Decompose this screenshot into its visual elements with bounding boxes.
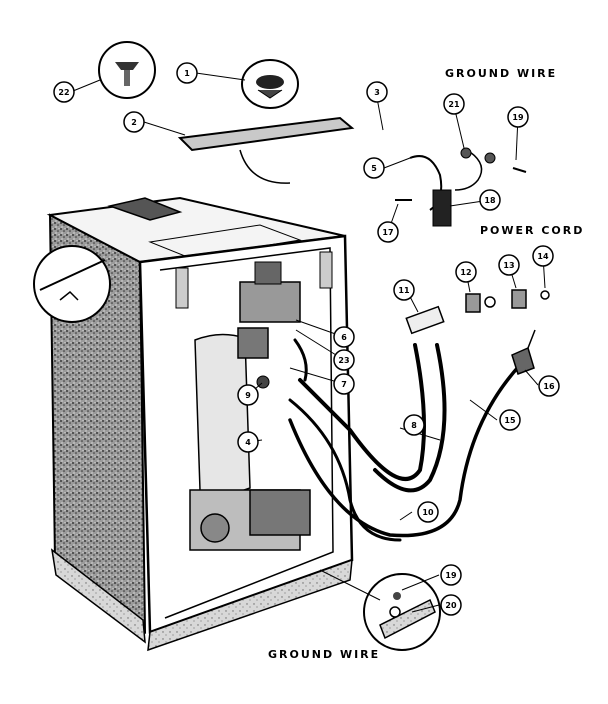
inset-detail-22	[98, 41, 156, 99]
label-power-cord: POWER CORD	[480, 224, 585, 237]
callout-number: 3	[374, 88, 380, 97]
callout-9: 9	[237, 384, 259, 406]
callout-12: 12	[455, 261, 477, 283]
callout-17: 17	[377, 221, 399, 243]
callout-19: 19	[440, 564, 462, 586]
power-cord-assembly	[395, 147, 527, 227]
callout-number: 14	[537, 252, 549, 261]
hoses	[288, 338, 522, 542]
callout-8: 8	[403, 414, 425, 436]
callout-number: 12	[460, 268, 471, 277]
callout-number: 5	[371, 164, 377, 173]
callout-21: 21	[443, 93, 465, 115]
callout-number: 1	[184, 69, 190, 78]
callout-number: 10	[422, 508, 434, 517]
callout-6: 6	[333, 326, 355, 348]
callout-number: 18	[484, 196, 496, 205]
leader-lines	[72, 72, 546, 613]
label-ground-wire-bottom: GROUND WIRE	[268, 648, 381, 661]
callout-number: 4	[245, 438, 251, 447]
callout-number: 6	[341, 333, 347, 342]
callout-number: 13	[503, 261, 514, 270]
callout-13: 13	[498, 254, 520, 276]
callout-18: 18	[479, 189, 501, 211]
callout-4: 4	[237, 431, 259, 453]
callout-number: 7	[341, 380, 347, 389]
callout-10: 10	[417, 501, 439, 523]
callout-16: 16	[538, 375, 560, 397]
callout-19: 19	[507, 106, 529, 128]
callout-number: 22	[58, 88, 69, 97]
callout-number: 20	[445, 601, 457, 610]
valve-assembly	[237, 261, 301, 389]
label-ground-wire-top: GROUND WIRE	[445, 67, 558, 80]
callout-number: 8	[411, 421, 417, 430]
inset-detail-left	[33, 245, 111, 323]
callout-7: 7	[333, 373, 355, 395]
callout-1: 1	[176, 62, 198, 84]
clamp-part	[511, 329, 536, 375]
callout-number: 19	[445, 571, 457, 580]
callout-number: 16	[543, 382, 555, 391]
callout-number: 23	[338, 356, 349, 365]
callout-11: 11	[393, 279, 415, 301]
callout-number: 9	[245, 391, 251, 400]
callout-2: 2	[123, 111, 145, 133]
callout-number: 17	[382, 228, 393, 237]
callout-15: 15	[499, 409, 521, 431]
fittings	[405, 289, 550, 335]
callout-22: 22	[53, 81, 75, 103]
callout-14: 14	[532, 245, 554, 267]
bracket-part	[177, 116, 355, 184]
callout-23: 23	[333, 349, 355, 371]
callout-5: 5	[363, 157, 385, 179]
callout-number: 21	[448, 100, 460, 109]
callout-3: 3	[366, 81, 388, 103]
callout-20: 20	[440, 594, 462, 616]
callout-number: 11	[398, 286, 410, 295]
callout-number: 19	[512, 113, 524, 122]
callout-number: 15	[504, 416, 516, 425]
inner-tub	[189, 333, 311, 551]
callout-number: 2	[131, 118, 137, 127]
knob-part	[241, 59, 299, 109]
